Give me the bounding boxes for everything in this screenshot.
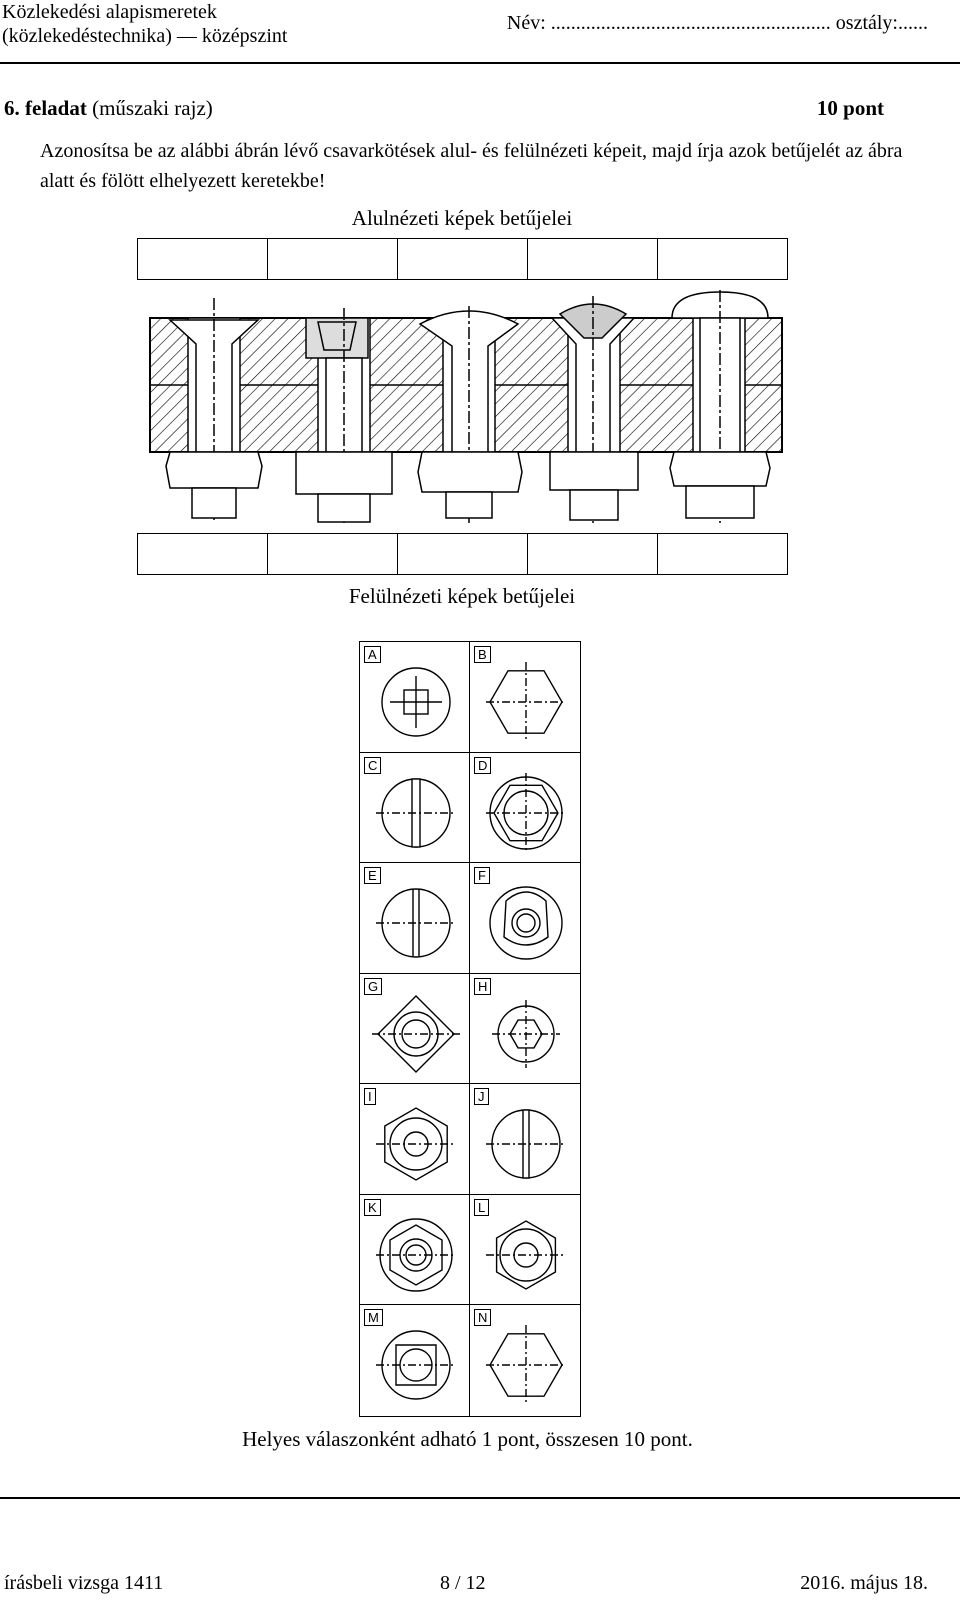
name-class-field: Név: ...................................… — [506, 12, 928, 34]
task-instruction: Azonosítsa be az alábbi ábrán lévő csava… — [40, 140, 903, 192]
footer-exam-code: írásbeli vizsga 1411 — [4, 1572, 164, 1594]
task-number: 6. feladat — [4, 96, 87, 120]
header-subject: Közlekedési alapismeretek (közlekedéstec… — [2, 0, 287, 48]
footer-divider — [0, 1497, 960, 1499]
answer-box[interactable] — [658, 239, 787, 279]
top-view-cell: K — [360, 1194, 470, 1305]
top-view-cell: M — [360, 1305, 470, 1416]
scoring-note: Helyes válaszonként adható 1 pont, össze… — [242, 1427, 693, 1451]
top-view-label: B — [474, 646, 491, 663]
top-view-label: M — [364, 1309, 383, 1326]
top-view-label: F — [474, 867, 490, 884]
answer-box[interactable] — [398, 239, 528, 279]
answer-box[interactable] — [528, 534, 658, 574]
top-view-symbol — [376, 1330, 456, 1400]
answer-box[interactable] — [528, 239, 658, 279]
top-view-symbol — [376, 1107, 456, 1181]
footer-page-number: 8 / 12 — [440, 1572, 486, 1594]
bottom-view-answer-boxes — [137, 238, 788, 280]
top-view-cell: B — [470, 642, 580, 753]
task-title: 6. feladat (műszaki rajz) — [4, 96, 213, 121]
top-view-label: C — [364, 756, 382, 774]
top-view-symbol — [492, 999, 560, 1068]
top-view-symbol — [376, 888, 456, 958]
top-view-label: G — [364, 977, 383, 995]
header-divider — [0, 62, 960, 64]
top-view-symbol — [486, 662, 566, 742]
top-view-symbol — [486, 772, 566, 853]
top-views-caption: Felülnézeti képek betűjelei — [348, 584, 576, 608]
top-view-cell: C — [360, 752, 470, 863]
top-view-label: H — [474, 977, 492, 995]
answer-box[interactable] — [398, 534, 528, 574]
top-view-label: N — [474, 1309, 492, 1326]
top-view-cell: J — [470, 1084, 580, 1195]
top-view-cell: I — [360, 1084, 470, 1195]
top-view-label: A — [364, 646, 381, 663]
top-view-symbol — [376, 1217, 456, 1292]
answer-box[interactable] — [138, 534, 268, 574]
subject-line-2: (közlekedéstechnika) — középszint — [2, 25, 288, 47]
top-view-cell: D — [470, 753, 580, 863]
top-view-cell: H — [470, 974, 580, 1084]
top-view-symbol — [486, 1109, 566, 1179]
answer-box[interactable] — [658, 534, 787, 574]
top-view-cell: L — [470, 1195, 580, 1305]
top-view-symbol — [486, 1219, 566, 1290]
top-view-cell: E — [360, 863, 470, 974]
top-view-grid: A B C D E F G H I J K L M N — [359, 641, 581, 1417]
top-view-label: J — [474, 1088, 489, 1105]
top-view-label: K — [364, 1198, 381, 1216]
footer-date: 2016. május 18. — [800, 1572, 928, 1594]
task-points: 10 pont — [816, 96, 884, 120]
subject-line-1: Közlekedési alapismeretek — [2, 1, 217, 23]
answer-box[interactable] — [268, 239, 398, 279]
answer-box[interactable] — [138, 239, 268, 279]
top-view-label: E — [364, 867, 381, 884]
top-view-symbol — [489, 886, 563, 960]
top-view-cell: A — [360, 642, 470, 753]
task-topic: (műszaki rajz) — [92, 96, 213, 120]
top-view-cell: N — [470, 1305, 580, 1416]
top-view-symbol — [381, 667, 451, 737]
bolt-assembly-drawing — [149, 290, 783, 523]
top-view-cell: F — [470, 863, 580, 974]
top-view-symbol — [372, 994, 460, 1073]
top-view-label: I — [364, 1088, 376, 1105]
top-view-answer-boxes — [137, 533, 788, 575]
top-view-symbol — [376, 777, 456, 848]
bottom-views-caption: Alulnézeti képek betűjelei — [351, 206, 573, 230]
top-view-label: D — [474, 756, 492, 774]
top-view-label: L — [474, 1198, 490, 1216]
top-view-symbol — [486, 1325, 566, 1405]
top-view-cell: G — [360, 973, 470, 1084]
answer-box[interactable] — [268, 534, 398, 574]
